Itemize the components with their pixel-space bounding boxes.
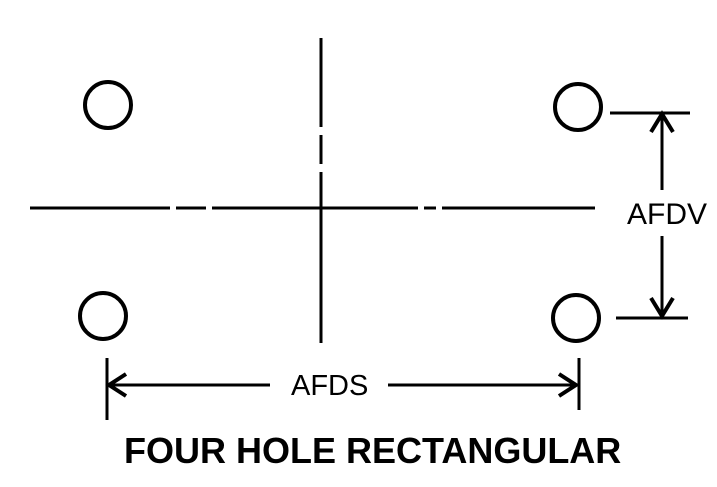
hole-top-left <box>83 80 133 130</box>
holes <box>78 80 603 343</box>
hole-top-right <box>553 82 603 132</box>
arrowhead-left-icon <box>105 372 128 398</box>
afds-label: AFDS <box>291 370 368 402</box>
hole-bottom-right <box>551 293 601 343</box>
hole-bottom-left <box>78 291 128 341</box>
arrowhead-up-icon <box>649 110 675 134</box>
afdv-dimension <box>610 110 690 320</box>
diagram-title: FOUR HOLE RECTANGULAR <box>124 430 621 471</box>
arrowhead-down-icon <box>649 296 675 320</box>
arrowhead-right-icon <box>557 372 580 398</box>
afdv-label: AFDV <box>627 198 707 231</box>
afds-dimension <box>105 358 581 420</box>
